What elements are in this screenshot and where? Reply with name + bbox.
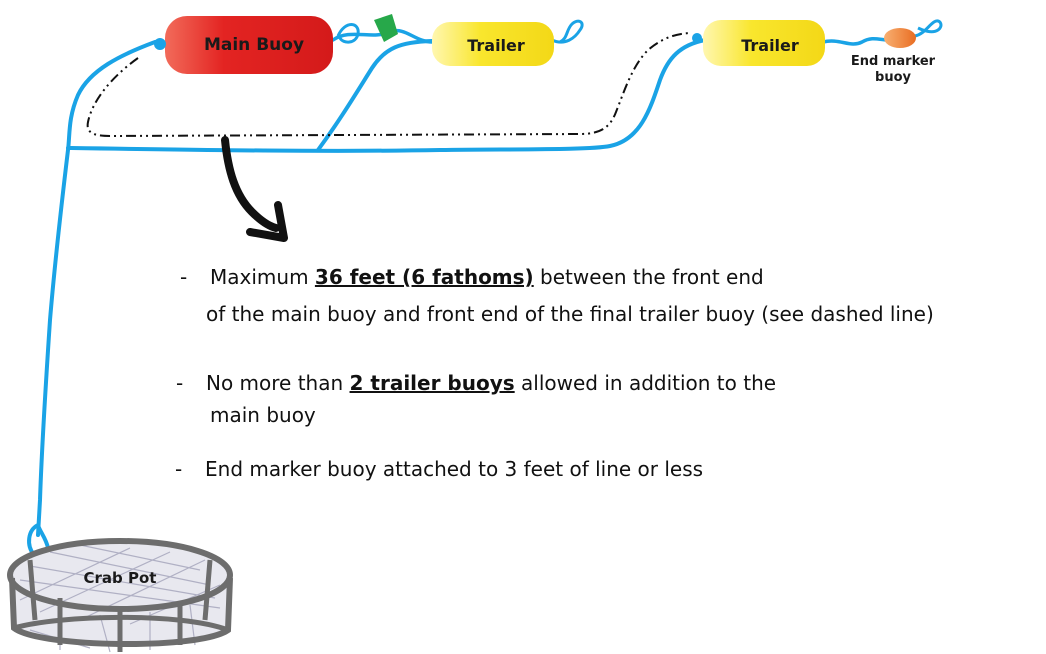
end-marker-loop	[914, 19, 943, 38]
main-buoy-label: Main Buoy	[204, 35, 304, 55]
trailer-1-label: Trailer	[467, 36, 525, 55]
main-line-rope	[36, 40, 157, 537]
end-marker-label-line2: buoy	[875, 70, 911, 85]
trailer-1-end-loop	[551, 19, 584, 44]
main-buoy: Main Buoy	[154, 16, 333, 74]
trailer-2-to-end-marker-rope	[821, 36, 890, 46]
pointer-arrow	[221, 136, 288, 242]
trailer-buoy-1: Trailer	[432, 22, 554, 66]
crab-pot-label: Crab Pot	[84, 569, 157, 587]
buoy-tag	[374, 14, 398, 42]
measurement-dashed-line	[86, 32, 691, 138]
crab-pot: Crab Pot	[7, 523, 233, 653]
trailer-buoy-2: Trailer	[692, 20, 825, 66]
main-buoy-top-loop	[336, 23, 360, 44]
end-marker-buoy: End marker buoy	[851, 28, 936, 85]
end-marker-label-line1: End marker	[851, 54, 936, 69]
trailer-2-label: Trailer	[741, 36, 799, 55]
groundline-rope	[66, 38, 707, 153]
trailer-1-rope	[316, 39, 434, 152]
